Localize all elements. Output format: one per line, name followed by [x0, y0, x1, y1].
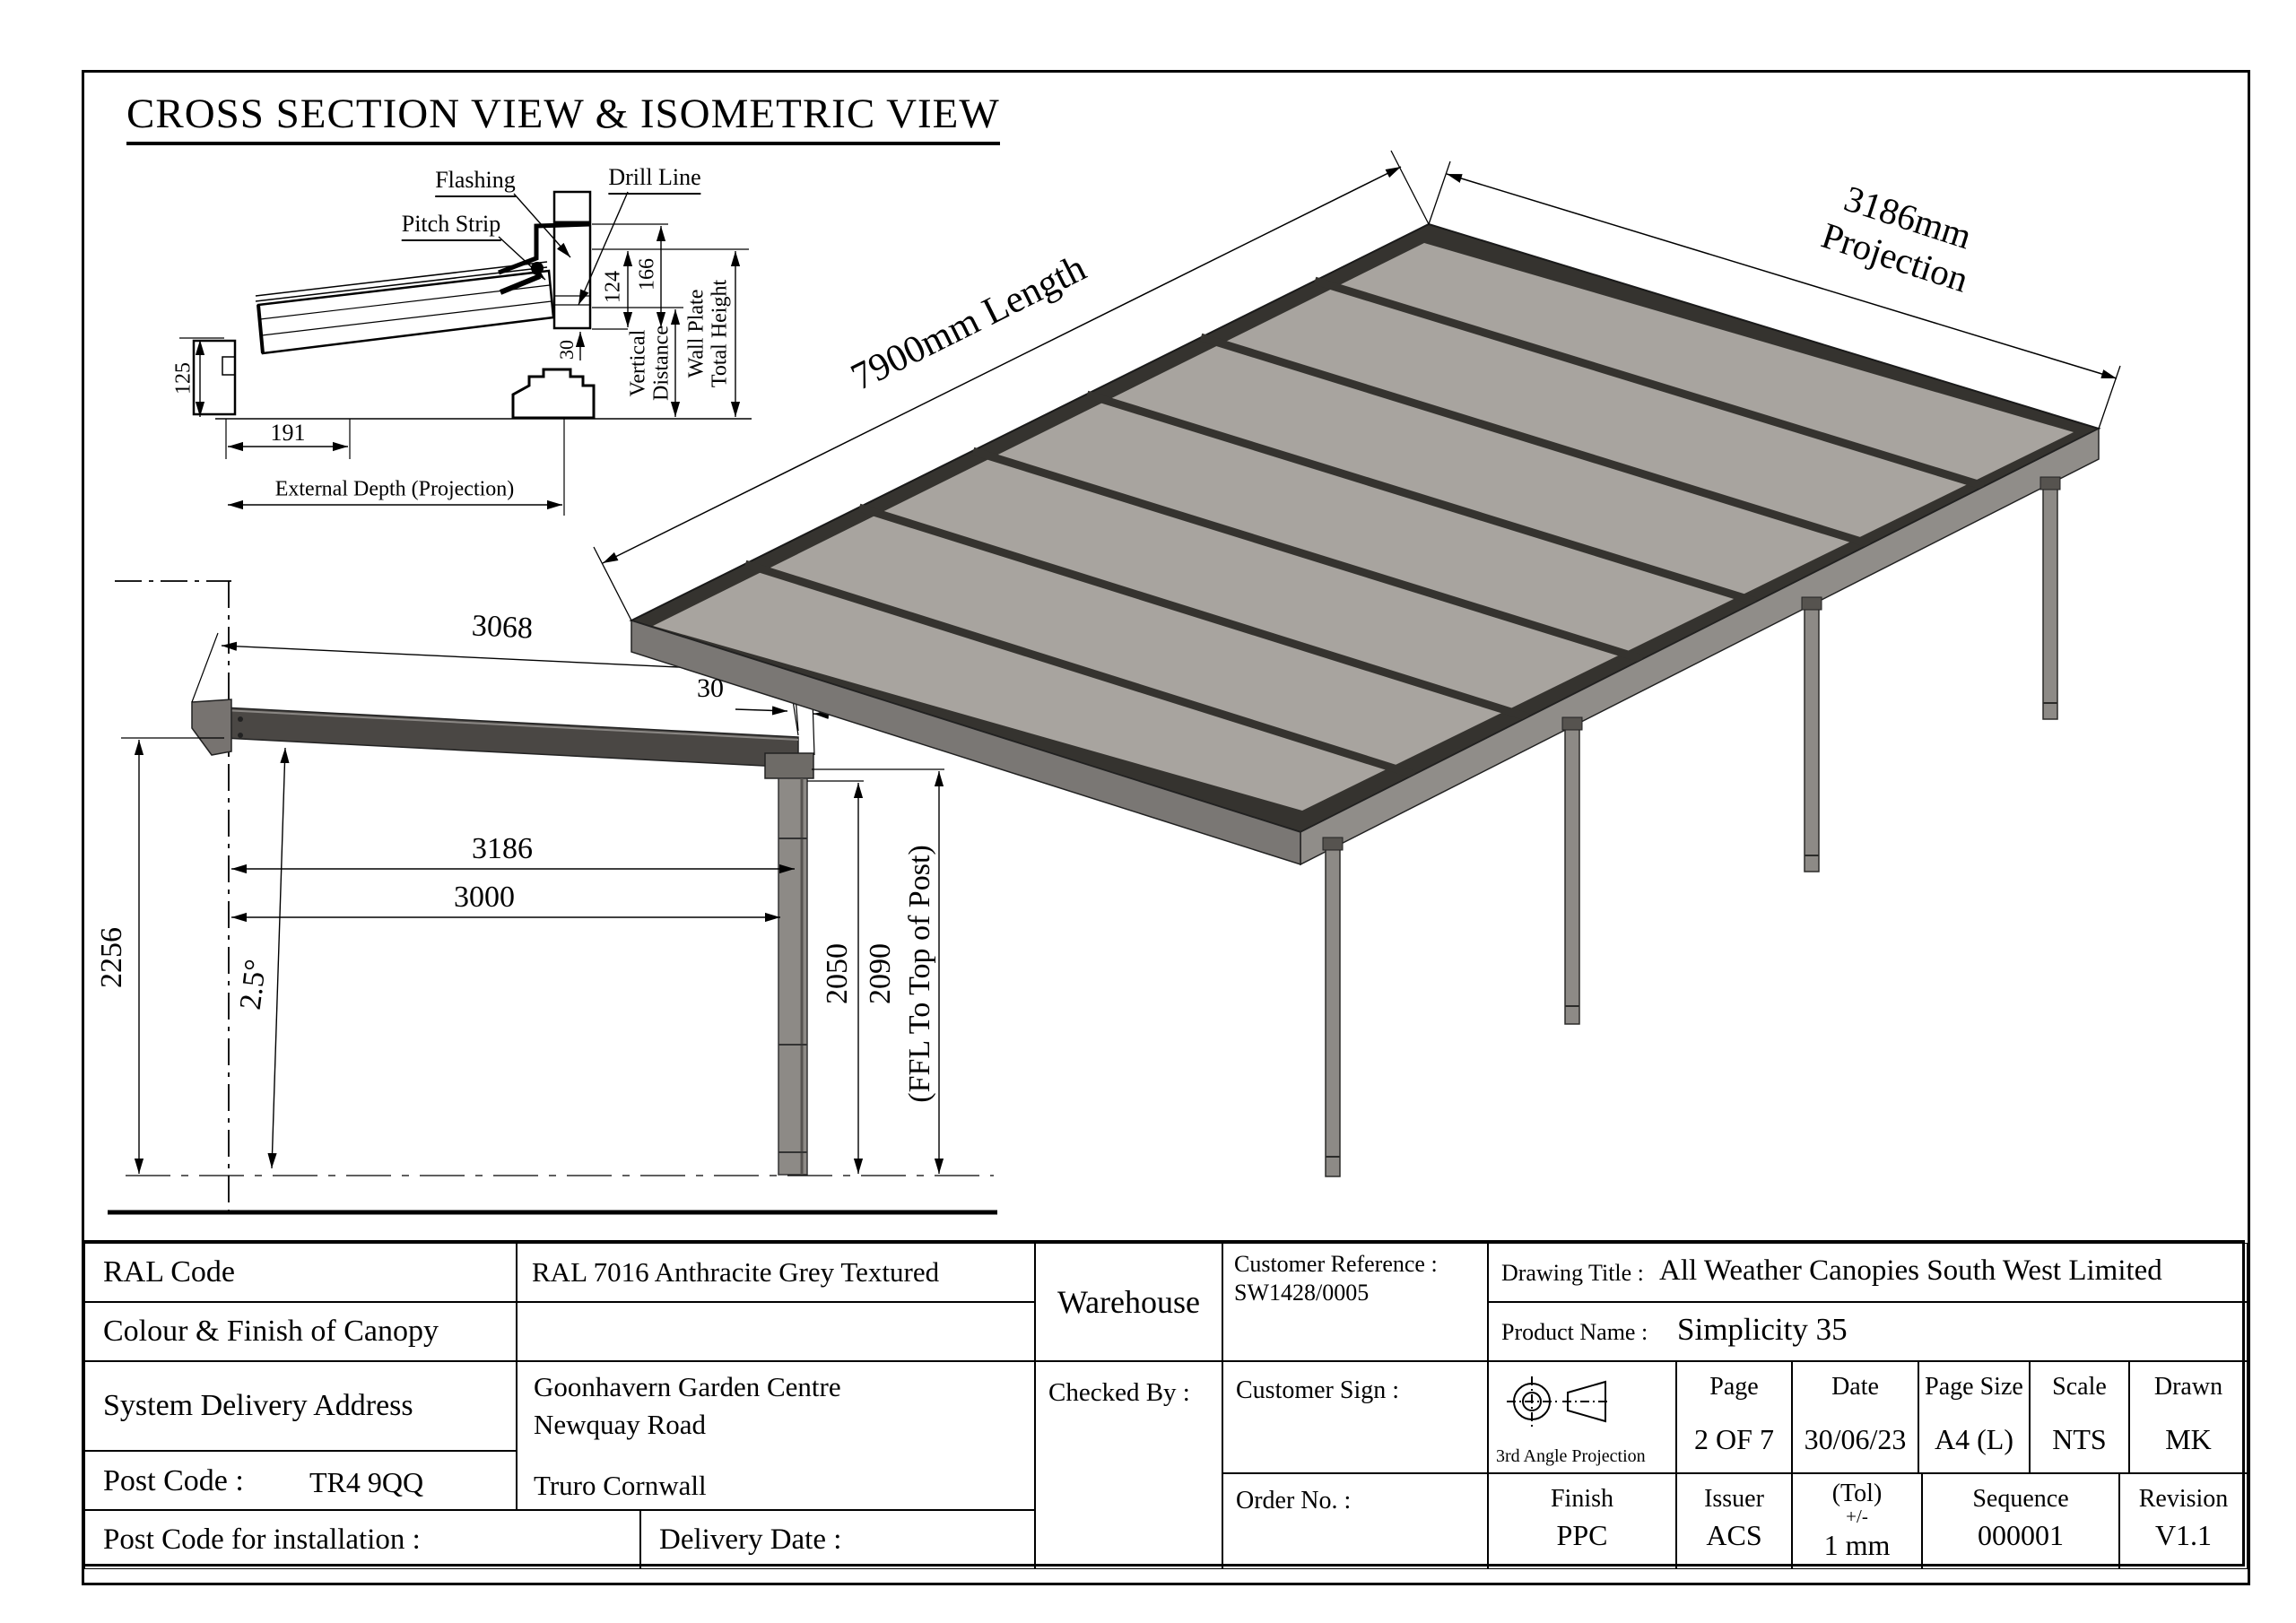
revision-label: Revision [2138, 1485, 2229, 1513]
page-cell: Page 2 OF 7 [1676, 1361, 1792, 1473]
drawing-title-label: Drawing Title : [1501, 1260, 1644, 1286]
dim-angle: 2.5° [233, 957, 274, 1012]
tol-label: (Tol) [1831, 1480, 1883, 1507]
issuer-value: ACS [1706, 1519, 1762, 1551]
dim-166: 166 [635, 258, 659, 291]
third-angle-projection-icon [1507, 1376, 1611, 1427]
customer-sign-cell: Customer Sign : [1222, 1361, 1488, 1473]
issuer-label: Issuer [1704, 1485, 1764, 1513]
address-line-3: Truro Cornwall [534, 1470, 707, 1501]
dim-3186: 3186 [472, 832, 533, 865]
finish-value: PPC [1556, 1519, 1608, 1551]
pitch-strip-label: Pitch Strip [401, 211, 501, 241]
revision-cell: Revision V1.1 [2119, 1473, 2248, 1569]
order-no-label: Order No. : [1236, 1487, 1352, 1515]
colour-finish-label-cell: Colour & Finish of Canopy [84, 1302, 517, 1361]
address-line-1: Goonhavern Garden Centre [534, 1371, 841, 1402]
scale-cell: Scale NTS [2030, 1361, 2129, 1473]
customer-reference-value: SW1428/0005 [1234, 1280, 1370, 1306]
post-code-cell: Post Code : TR4 9QQ [84, 1451, 517, 1510]
issuer-cell: Issuer ACS [1676, 1473, 1792, 1569]
external-depth-label: External Depth (Projection) [274, 477, 515, 501]
page-size-value: A4 (L) [1935, 1423, 2013, 1455]
dim-3000: 3000 [454, 881, 515, 914]
post-code-label: Post Code : [103, 1464, 244, 1497]
isometric-view [593, 150, 2121, 1177]
sequence-value: 000001 [1978, 1519, 2064, 1551]
checked-by-cell: Checked By : [1035, 1361, 1222, 1569]
page-label: Page [1709, 1373, 1759, 1401]
delivery-address-value-cell: Goonhavern Garden Centre Newquay Road Tr… [517, 1361, 1035, 1510]
sequence-label: Sequence [1972, 1485, 2069, 1513]
flashing-label: Flashing [435, 167, 516, 197]
scale-value: NTS [2052, 1423, 2107, 1455]
product-name-cell: Product Name : Simplicity 35 [1488, 1302, 2248, 1361]
delivery-date-cell: Delivery Date : [640, 1510, 1035, 1569]
customer-reference-cell: Customer Reference : SW1428/0005 [1222, 1243, 1488, 1361]
drawn-value: MK [2165, 1423, 2212, 1455]
sequence-cell: Sequence 000001 [1922, 1473, 2119, 1569]
tol-cell: (Tol) +/- 1 mm [1792, 1473, 1922, 1569]
dim-191: 191 [270, 420, 306, 446]
page-title: CROSS SECTION VIEW & ISOMETRIC VIEW [126, 90, 1000, 145]
finish-cell: Finish PPC [1488, 1473, 1676, 1569]
date-cell: Date 30/06/23 [1792, 1361, 1918, 1473]
delivery-address-label-cell: System Delivery Address [84, 1361, 517, 1451]
drill-line-label: Drill Line [608, 164, 701, 195]
wall-plate-label-2: Total Height [708, 279, 732, 388]
warehouse-cell: Warehouse [1035, 1243, 1222, 1361]
title-block: RAL Code RAL 7016 Anthracite Grey Textur… [82, 1240, 2248, 1569]
dim-124: 124 [601, 271, 625, 303]
customer-reference-label: Customer Reference : [1234, 1251, 1438, 1277]
post-code-value: TR4 9QQ [309, 1466, 424, 1498]
page-size-cell: Page Size A4 (L) [1918, 1361, 2030, 1473]
dim-30-elevation: 30 [697, 673, 724, 703]
cross-section-detail [179, 190, 752, 516]
tol-sub-label: +/- [1846, 1506, 1868, 1527]
order-no-cell: Order No. : [1222, 1473, 1488, 1569]
wall-plate-label-1: Wall Plate [684, 289, 709, 378]
revision-value: V1.1 [2154, 1519, 2213, 1551]
date-value: 30/06/23 [1804, 1423, 1907, 1455]
projection-symbol-cell: 3rd Angle Projection [1488, 1361, 1676, 1473]
page-value: 2 OF 7 [1694, 1423, 1774, 1455]
colour-finish-value-cell [517, 1302, 1035, 1361]
drawn-label: Drawn [2153, 1373, 2223, 1401]
projection-symbol-caption: 3rd Angle Projection [1496, 1446, 1646, 1466]
drawn-cell: Drawn MK [2129, 1361, 2248, 1473]
ral-code-value-cell: RAL 7016 Anthracite Grey Textured [517, 1243, 1035, 1302]
dim-2050: 2050 [821, 943, 854, 1004]
vertical-distance-label-1: Vertical [626, 329, 650, 397]
product-name-label: Product Name : [1501, 1319, 1648, 1345]
dim-2090: 2090 [864, 943, 897, 1004]
finish-label: Finish [1550, 1485, 1614, 1513]
tol-value: 1 mm [1823, 1528, 1891, 1561]
dim-125: 125 [171, 362, 196, 395]
vertical-distance-label-2: Distance [649, 325, 674, 401]
product-name-value: Simplicity 35 [1677, 1312, 1848, 1347]
dim-2256: 2256 [95, 927, 128, 988]
dim-3068: 3068 [471, 609, 534, 646]
scale-label: Scale [2052, 1373, 2107, 1401]
dim-30-detail: 30 [555, 340, 578, 360]
page-size-label: Page Size [1925, 1373, 2023, 1401]
date-label: Date [1831, 1373, 1879, 1401]
drawing-title-value: All Weather Canopies South West Limited [1659, 1254, 2162, 1287]
ral-code-label-cell: RAL Code [84, 1243, 517, 1302]
sheet-border [82, 70, 2250, 1585]
drawing-title-cell: Drawing Title : All Weather Canopies Sou… [1488, 1243, 2248, 1302]
ffl-label: (FFL To Top of Post) [903, 845, 936, 1103]
customer-sign-label: Customer Sign : [1236, 1376, 1400, 1404]
address-line-2: Newquay Road [534, 1409, 706, 1440]
checked-by-label: Checked By : [1048, 1378, 1190, 1407]
post-code-install-cell: Post Code for installation : [84, 1510, 640, 1569]
